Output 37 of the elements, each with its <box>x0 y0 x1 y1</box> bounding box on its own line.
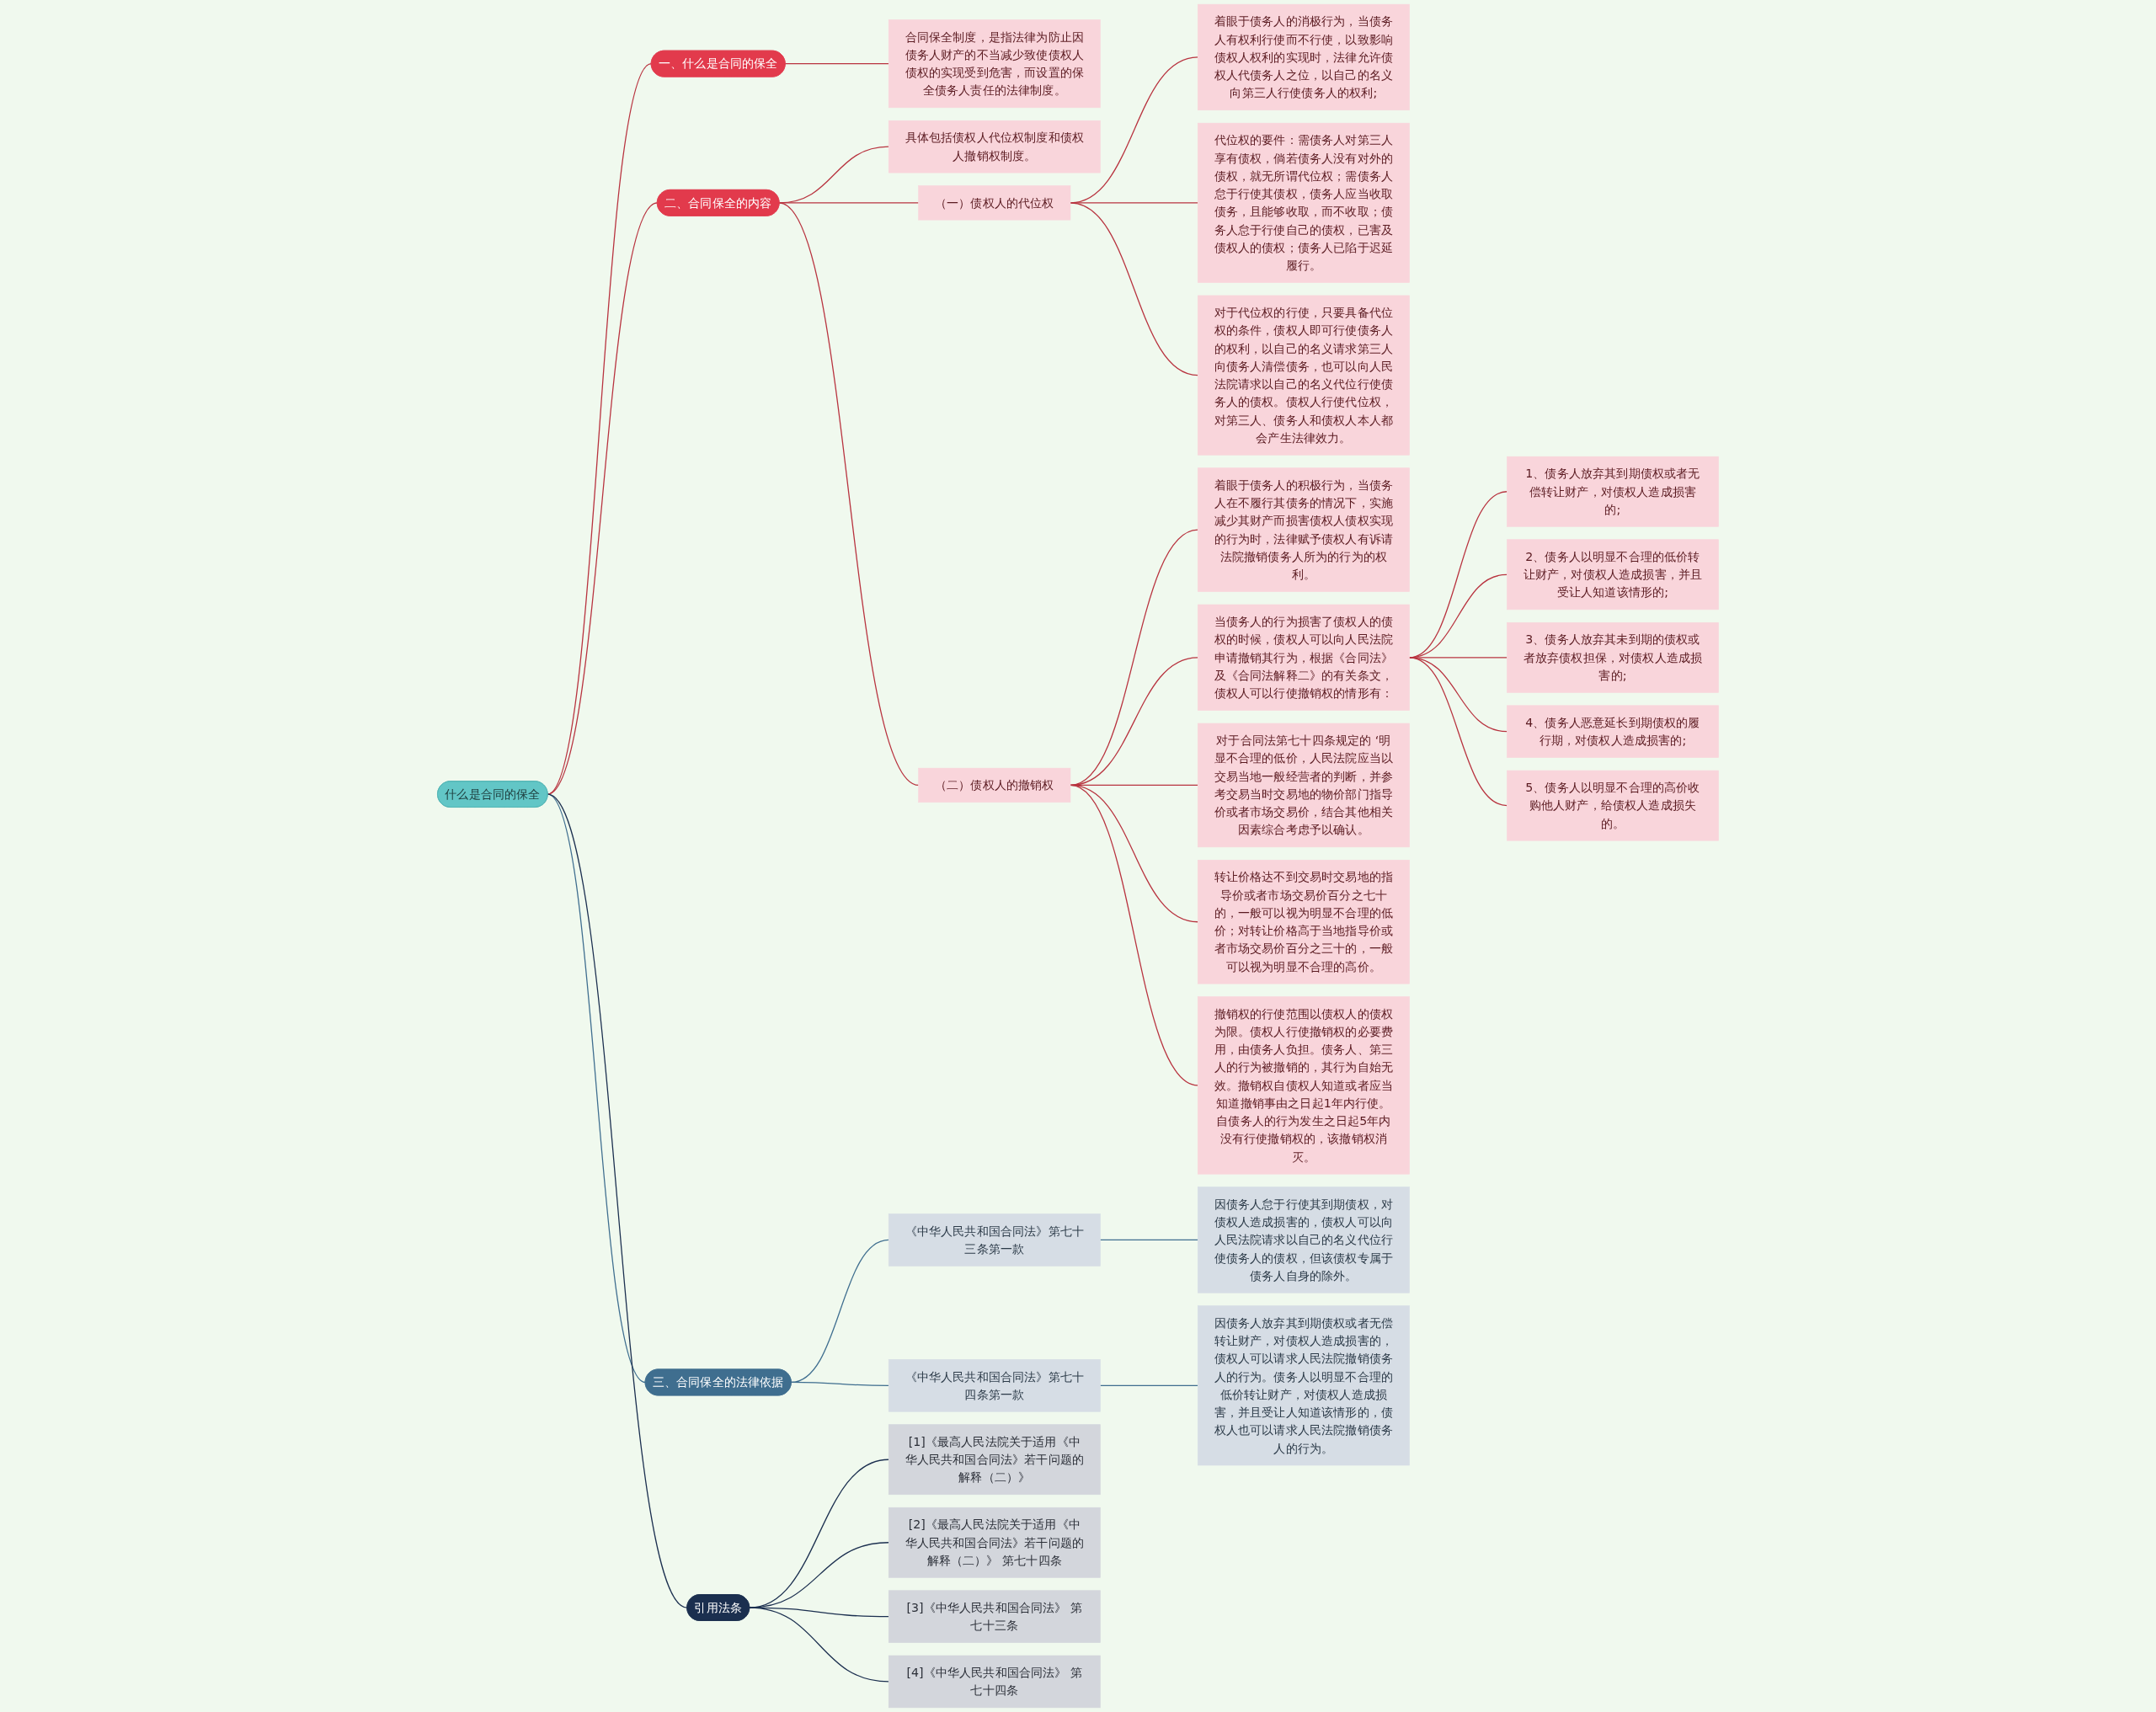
node-box: 3、债务人放弃其未到期的债权或者放弃债权担保，对债权人造成损害的; <box>1507 621 1719 693</box>
node-box: [4]《中华人民共和国合同法》 第七十四条 <box>888 1655 1101 1709</box>
node-box: 4、债务人恶意延长到期债权的履行期，对债权人造成损害的; <box>1507 705 1719 758</box>
node-box: 当债务人的行为损害了债权人的债权的时候，债权人可以向人民法院申请撤销其行为，根据《合同法》及《合同法解释二》的有关条文，债权人可以行使撤销权的情形有： <box>1198 604 1410 711</box>
node-box: 因债务人怠于行使其到期债权，对债权人造成损害的，债权人可以向人民法院请求以自己的名义代位行使债务人的债权，但该债权专属于债务人自身的除外。 <box>1198 1187 1410 1293</box>
connector <box>749 1607 889 1683</box>
node-box: 《中华人民共和国合同法》第七十四条第一款 <box>888 1359 1101 1412</box>
connector <box>1070 784 1198 1086</box>
connector <box>547 793 688 1608</box>
connector <box>1099 1239 1198 1241</box>
node-box: [2]《最高人民法院关于适用《中华人民共和国合同法》若干问题的解释（二）》 第七十四条 <box>888 1507 1101 1578</box>
connector <box>784 63 889 65</box>
node-box: 代位权的要件：需债务人对第三人享有债权，倘若债务人没有对外的债权，就无所谓代位权；需债务人怠于行使其债权，债务人应当收取债务，且能够收取，而不收取；债务人怠于行使自己的债权，已害及债权人的债权；债务人已陷于迟延履行。 <box>1198 122 1410 283</box>
connector <box>778 202 920 787</box>
connector <box>1099 1384 1198 1386</box>
node-box: 1、债务人放弃其到期债权或者无偿转让财产，对债权人造成损害的; <box>1507 456 1719 527</box>
node-box: [1]《最高人民法院关于适用《中华人民共和国合同法》若干问题的解释（二）》 <box>888 1424 1101 1496</box>
node-box: 对于代位权的行使，只要具备代位权的条件，债权人即可行使债务人的权利，以自己的名义请求第三人向债务人清偿债务，也可以向人民法院请求以自己的名义代位行使债务人的债权。债权人行使代位权，对第三人、债务人和债权人本人都会产生法律效力。 <box>1198 295 1410 456</box>
connector <box>1070 529 1198 787</box>
node-box: （一）债权人的代位权 <box>918 185 1071 221</box>
node-box: 着眼于债务人的消极行为，当债务人有权利行使而不行使，以致影响债权人权利的实现时，法律允许债权人代债务人之位，以自己的名义向第三人行使债务人的权利; <box>1198 3 1410 111</box>
node-box: 2、债务人以明显不合理的低价转让财产，对债权人造成损害，并且受让人知道该情形的; <box>1507 539 1719 611</box>
connector <box>1408 657 1508 807</box>
node-box: 撤销权的行使范围以债权人的债权为限。债权人行使撤销权的必要费用，由债务人负担。债务人、第三人的行为被撤销的，其行为自始无效。撤销权自债权人知道或者应当知道撤销事由之日起1年内行使。自债务人的行为发生之日起5年内没有行使撤销权的，该撤销权消灭。 <box>1198 996 1410 1175</box>
node-box: 对于合同法第七十四条规定的 ‘明显不合理的低价，人民法院应当以交易当地一般经营者的判断，并参考交易当时交易地的物价部门指导价或者市场交易价，结合其他相关因素综合考虑予以确认。 <box>1198 723 1410 848</box>
node-box: 《中华人民共和国合同法》第七十三条第一款 <box>888 1213 1101 1267</box>
node-box: （二）债权人的撤销权 <box>918 767 1071 803</box>
node-box: 5、债务人以明显不合理的高价收购他人财产，给债权人造成损失的。 <box>1507 770 1719 841</box>
connector <box>790 1381 889 1386</box>
node-box: 因债务人放弃其到期债权或者无偿转让财产，对债权人造成损害的，债权人可以请求人民法院撤销债务人的行为。债务人以明显不合理的低价转让财产，对债权人造成损害，并且受让人知道该情形的，债权人也可以请求人民法院撤销债务人的行为。 <box>1198 1305 1410 1466</box>
connector <box>1070 202 1198 376</box>
node-box: 转让价格达不到交易时交易地的指导价或者市场交易价百分之七十的，一般可以视为明显不合理的低价；对转让价格高于当地指导价或者市场交易价百分之三十的，一般可以视为明显不合理的高价。 <box>1198 860 1410 984</box>
node-box: [3]《中华人民共和国合同法》 第七十三条 <box>888 1590 1101 1643</box>
node-box: 着眼于债务人的积极行为，当债务人在不履行其债务的情况下，实施减少其财产而损害债权人债权实现的行为时，法律赋予债权人有诉请法院撤销债务人所为的行为的权利。 <box>1198 467 1410 592</box>
connector <box>547 202 658 795</box>
node-box: 具体包括债权人代位权制度和债权人撤销权制度。 <box>888 120 1101 173</box>
node-box: 合同保全制度，是指法律为防止因债务人财产的不当减少致使债权人债权的实现受到危害，而设置的保全债务人责任的法律制度。 <box>888 19 1101 109</box>
